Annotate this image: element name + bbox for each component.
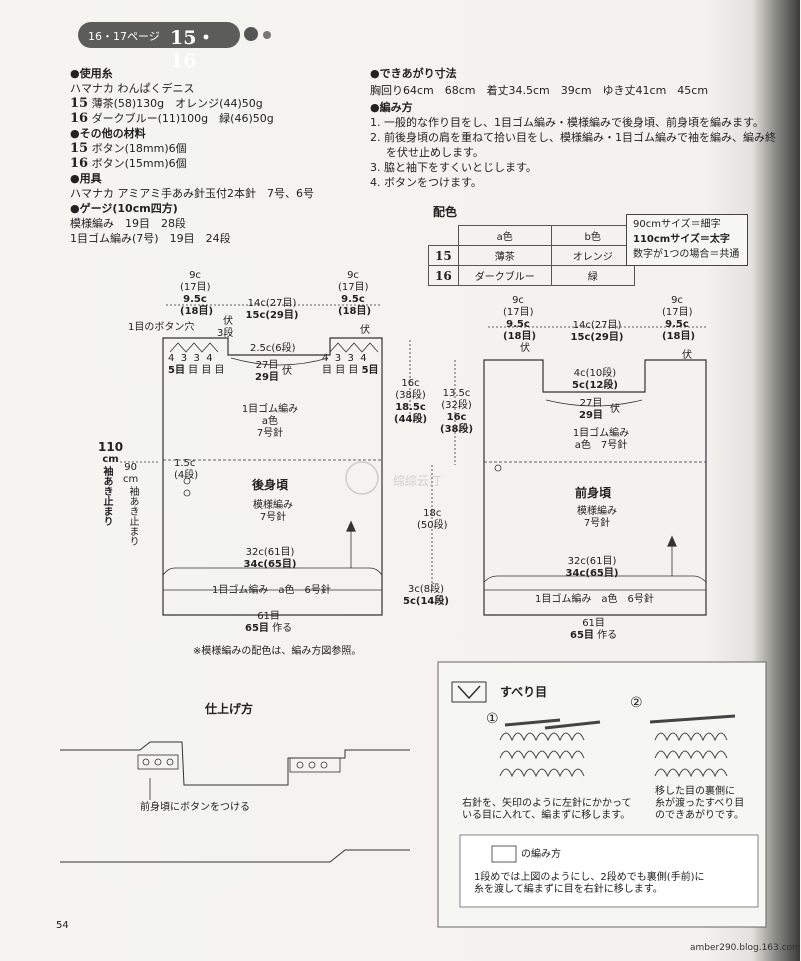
back-3dan: 3段 xyxy=(217,328,234,339)
finished-size: 胸回り64cm 68cm 着丈34.5cm 39cm ゆき丈41cm 45cm xyxy=(370,84,709,97)
method-1: 1. 一般的な作り目をし、1目ゴム編み・模様編みで後身頃、前身頃を編みます。 xyxy=(370,116,764,129)
dim-3c: 3c(8段)5c(14段) xyxy=(403,584,449,607)
slip-text-2: 移した目の裏側に糸が渡ったすべり目のできあがりです。 xyxy=(655,786,745,821)
front-body-outline xyxy=(483,359,707,616)
page-header: 16・17ページ 15・16 xyxy=(78,22,240,72)
back-neck-small: 2.5c(6段) xyxy=(250,343,296,354)
header-dot-large xyxy=(244,27,258,41)
dim-18c: 18c(50段) xyxy=(417,508,448,531)
yarn-16: 16 ダークブルー(11)100g 緑(46)50g xyxy=(70,111,274,126)
method-2b: を伏せ止めします。 xyxy=(386,146,484,159)
header-pages: 16・17ページ xyxy=(88,30,160,43)
slip-title: すべり目 xyxy=(500,685,548,699)
back-dec-left: 4 3 3 4 5目 目 目 目 xyxy=(168,353,225,376)
buttonhole-label: 1目のボタン穴 xyxy=(128,322,195,333)
slip-step-2: ② xyxy=(630,695,643,711)
header-patterns: 15・16 xyxy=(170,27,216,72)
back-rib-bottom: 1目ゴム編み a色 6号針 xyxy=(212,585,331,596)
finish-title: 仕上げ方 xyxy=(205,702,254,716)
side-90-note: 袖あき止まり xyxy=(127,486,138,546)
front-top-mid: 14c(27目)15c(29目) xyxy=(570,320,624,343)
method-heading: ●編み方 xyxy=(370,101,413,114)
gauge-heading: ●ゲージ(10cm四方) xyxy=(70,202,178,215)
back-dec-right: 4 3 3 4 目 目 目 5目 xyxy=(322,353,379,376)
back-fuse-left: 伏 xyxy=(223,316,233,327)
size-note: 90cmサイズ＝細字 110cmサイズ＝太字 数字が1つの場合＝共通 xyxy=(626,214,748,266)
back-fuse-right: 伏 xyxy=(360,325,370,336)
back-fuse-mid: 伏 xyxy=(282,366,292,377)
back-body-name: 後身頃 xyxy=(252,478,289,492)
slip-sub-text: 1段めでは上図のようにし、2段めでも裏側(手前)に糸を渡して編まずに目を右針に移… xyxy=(474,872,705,895)
front-top-right: 9c(17目)9.5c(18目) xyxy=(662,295,696,342)
front-rib-bottom: 1目ゴム編み a色 6号針 xyxy=(535,594,654,605)
header-dot-small xyxy=(263,31,271,39)
gauge-pattern: 模様編み 19目 28段 xyxy=(70,217,186,230)
front-bottom-width: 32c(61目)34c(65目) xyxy=(565,556,619,579)
watermark-logo: 综综云汀 xyxy=(345,461,441,495)
watermark-text: 综综云汀 xyxy=(393,474,441,488)
method-2: 2. 前後身頃の肩を重ねて拾い目をし、模様編み・1目ゴム編みで袖を編み、編み終 xyxy=(370,131,776,144)
page-number: 54 xyxy=(56,920,69,931)
tools: ハマナカ アミアミ手あみ針玉付2本針 7号、6号 xyxy=(70,187,315,200)
yarn-name: ハマナカ わんぱくデニス xyxy=(70,82,195,95)
method-3: 3. 脇と袖下をすくいとじします。 xyxy=(370,161,537,174)
cell: 緑 xyxy=(550,265,635,286)
front-body-name: 前身頃 xyxy=(575,486,612,500)
back-body-outline xyxy=(162,337,383,616)
front-top-left: 9c(17目)9.5c(18目) xyxy=(503,295,537,342)
finish-label: 前身頃にボタンをつける xyxy=(140,802,250,813)
front-fuse-mid: 伏 xyxy=(610,404,620,415)
dim-135c: 13.5c(32段)16c(38段) xyxy=(440,388,474,435)
back-bottom-width: 32c(61目)34c(65目) xyxy=(243,547,297,570)
color-table-title: 配色 xyxy=(433,205,458,219)
front-fuse-right: 伏 xyxy=(682,350,692,361)
back-top-right: 9c(17目)9.5c(18目) xyxy=(338,270,372,317)
method-4: 4. ボタンをつけます。 xyxy=(370,176,482,189)
back-top-left: 9c(17目)9.5c(18目) xyxy=(180,270,214,317)
finish-outline xyxy=(60,741,410,786)
side-15c: 1.5c(4段) xyxy=(174,458,199,481)
size-note-2: 110cmサイズ＝太字 xyxy=(633,234,730,245)
slip-text-1: 右針を、矢印のように左針にかかっている目に入れて、編まずに移します。 xyxy=(462,798,632,821)
size-heading: ●できあがり寸法 xyxy=(370,67,457,80)
gauge-rib: 1目ゴム編み(7号) 19目 24段 xyxy=(70,232,231,245)
front-fuse-left: 伏 xyxy=(520,343,530,354)
yarn-heading: ●使用糸 xyxy=(70,67,113,80)
slip-sub-title: の編み方 xyxy=(521,849,561,860)
blog-url: amber290.blog.163.com xyxy=(690,943,801,953)
button-16: 16 ボタン(15mm)6個 xyxy=(70,156,187,171)
size-note-1: 90cmサイズ＝細字 xyxy=(633,219,721,230)
slip-step-1: ① xyxy=(486,711,499,727)
yarn-15: 15 薄茶(58)130g オレンジ(44)50g xyxy=(70,96,263,111)
back-top-mid: 14c(27目)15c(29目) xyxy=(245,298,299,321)
slip-stitch-illustration-2 xyxy=(649,714,736,778)
other-heading: ●その他の材料 xyxy=(70,127,146,140)
front-neck-depth: 4c(10段)5c(12段) xyxy=(572,368,618,391)
tools-heading: ●用具 xyxy=(70,172,102,185)
dim-16c: 16c(38段)18.5c(44段) xyxy=(394,378,428,425)
size-note-3: 数字が1つの場合＝共通 xyxy=(633,249,740,260)
side-110-note: 袖あき止まり xyxy=(101,466,112,526)
pattern-note: ※模様編みの配色は、編み方図参照。 xyxy=(193,646,362,657)
slip-stitch-illustration-1 xyxy=(499,718,601,778)
button-15: 15 ボタン(18mm)6個 xyxy=(70,141,187,156)
